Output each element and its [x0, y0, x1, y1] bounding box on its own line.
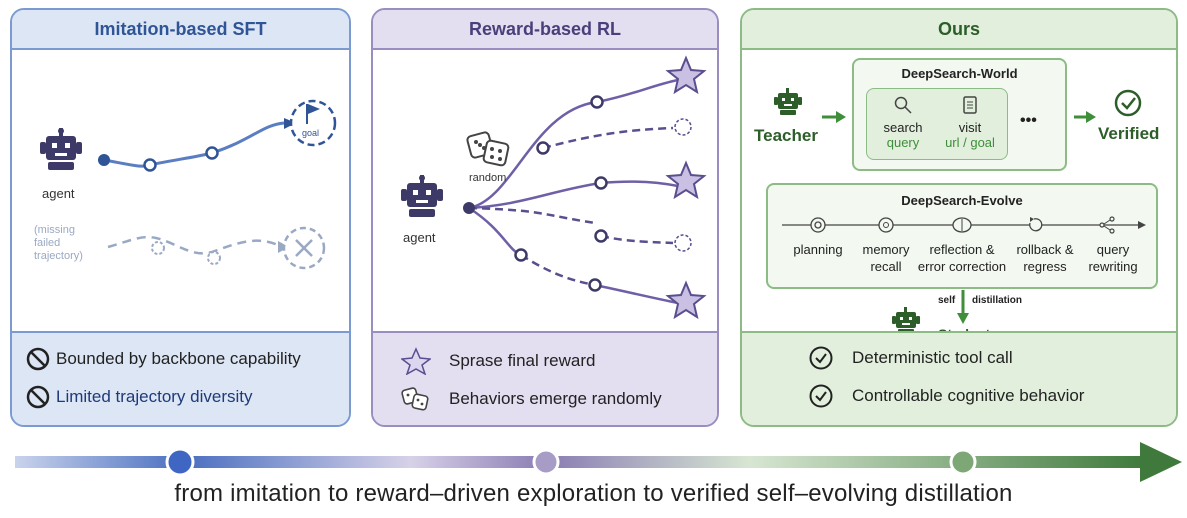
star-icon [401, 347, 431, 375]
figure-caption: from imitation to reward–driven explorat… [174, 480, 1013, 507]
step-node [514, 248, 528, 262]
ours-title: Ours [742, 10, 1176, 50]
rl-title: Reward-based RL [373, 10, 717, 50]
undo-icon [1029, 218, 1043, 232]
footer-item: Controllable cognitive behavior [808, 383, 1084, 409]
step-node [594, 229, 608, 243]
head-icon [878, 217, 894, 233]
branch-dashed [468, 206, 596, 225]
goal-label: goal [302, 128, 320, 138]
footer-item: Bounded by backbone capability [26, 347, 301, 371]
ours-footer: Deterministic tool call Controllable cog… [742, 331, 1176, 425]
failed-node [207, 251, 221, 265]
sft-footer: Bounded by backbone capability Limited t… [12, 331, 349, 425]
deepsearch-world-box: DeepSearch-World search query visit url … [852, 58, 1067, 171]
step-node [594, 176, 608, 190]
progression-arrowhead [1140, 442, 1182, 482]
distillation-label: distillation [972, 295, 1022, 306]
branch-dashed [542, 126, 674, 150]
step-node [143, 158, 157, 172]
success-trajectory [103, 121, 285, 168]
more-tools-ellipsis: ••• [1020, 112, 1037, 129]
tool-visit: visit url / goal [935, 95, 1005, 150]
branch-solid [468, 78, 679, 210]
failed-trajectory [107, 235, 281, 255]
step-node [205, 146, 219, 160]
step-node [536, 141, 550, 155]
empty-outcome [674, 118, 692, 136]
teacher-label: Teacher [754, 126, 818, 145]
verified-label: Verified [1098, 124, 1160, 143]
start-node [463, 202, 475, 214]
sft-diagram [40, 99, 337, 270]
stage-marker-rl [532, 448, 560, 476]
branch-solid [468, 206, 522, 257]
reward-star-icon [665, 55, 707, 95]
self-label: self [938, 295, 956, 306]
check-circle-icon [809, 384, 833, 408]
document-icon [963, 96, 977, 114]
goal-circle [289, 99, 337, 147]
ours-diagram [774, 88, 1142, 334]
branch-solid [594, 283, 679, 305]
behavior-rollback: rollback & regress [1016, 242, 1074, 274]
progression-arrow [15, 442, 1182, 482]
prohibit-icon [26, 385, 50, 409]
start-node [98, 154, 110, 166]
deepsearch-evolve-box: DeepSearch-Evolve planning memory [766, 183, 1158, 289]
reward-star-icon [665, 280, 707, 320]
step-node [588, 278, 602, 292]
dice-icon [466, 131, 510, 167]
branch-dashed [600, 234, 674, 245]
footer-item: Behaviors emerge randomly [401, 385, 662, 413]
prohibit-icon [26, 347, 50, 371]
footer-item: Limited trajectory diversity [26, 385, 253, 409]
student-robot-icon [892, 307, 920, 334]
branch-dashed [520, 253, 596, 287]
footer-item: Sprase final reward [401, 347, 595, 375]
reward-star-icon [665, 160, 707, 200]
empty-outcome [674, 234, 692, 252]
agent-label: agent [403, 230, 436, 245]
tool-search: search query [873, 95, 933, 150]
sft-title: Imitation-based SFT [12, 10, 349, 50]
behavior-reflection: reflection & error correction [917, 242, 1007, 274]
stage-marker-ours [949, 448, 977, 476]
agent-label: agent [42, 186, 75, 201]
tool-group: search query visit url / goal [866, 88, 1008, 160]
footer-item: Deterministic tool call [808, 345, 1013, 371]
check-circle-icon [809, 346, 833, 370]
teacher-robot-icon [774, 88, 802, 115]
rl-diagram [401, 55, 707, 320]
verified-check-icon [1114, 89, 1142, 117]
behavior-memory-recall: memory recall [862, 242, 910, 274]
missing-label: (missing failed trajectory) [34, 224, 83, 262]
share-icon [1099, 216, 1115, 234]
dice-icon [401, 387, 429, 411]
step-node [590, 95, 604, 109]
agent-robot-icon [40, 128, 82, 170]
stage-marker-sft [165, 447, 195, 477]
world-title: DeepSearch-World [901, 66, 1018, 81]
rl-footer: Sprase final reward Behaviors emerge ran… [373, 331, 717, 425]
rl-panel: Reward-based RL [371, 8, 719, 427]
failed-node [151, 241, 165, 255]
behavior-planning: planning [793, 242, 843, 257]
sft-panel: Imitation-based SFT ag [10, 8, 351, 427]
progression-bar [15, 456, 1145, 468]
target-icon [810, 217, 826, 233]
behavior-query-rewriting: query rewriting [1088, 242, 1138, 274]
behavior-flow-line [782, 216, 1146, 234]
search-icon [894, 96, 912, 114]
random-label: random [469, 172, 507, 184]
agent-robot-icon [401, 175, 443, 217]
ours-panel: Ours DeepSearch-World search query visit… [740, 8, 1178, 427]
evolve-title: DeepSearch-Evolve [901, 193, 1023, 208]
